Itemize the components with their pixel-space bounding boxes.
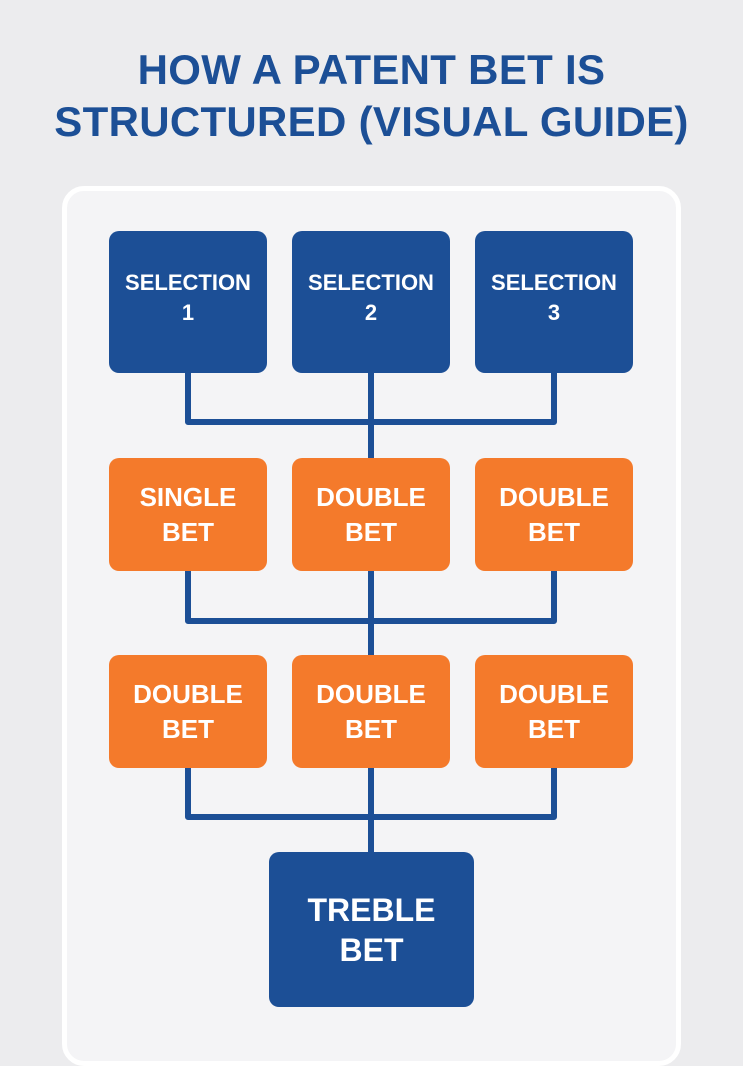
double-bet-label-1: DOUBLE [316,481,426,512]
double-bet-label-1: DOUBLE [133,678,243,709]
title-line-1: HOW A PATENT BET IS [137,46,606,93]
single-bet-box: SINGLE BET [109,458,267,571]
double-bet-label-1: DOUBLE [316,678,426,709]
double-bet-label-2: BET [162,713,214,744]
treble-bet-box: TREBLE BET [269,852,474,1007]
treble-bet-label-1: TREBLE [307,891,436,928]
double-bet-box-row3-left: DOUBLE BET [109,655,267,768]
double-bet-box-row3-right: DOUBLE BET [475,655,633,768]
double-bet-box-row2-right: DOUBLE BET [475,458,633,571]
double-bet-label-2: BET [528,516,580,547]
connector-selections-to-row2 [185,370,557,461]
connector-row3-to-treble [185,765,557,855]
selection-1-box: SELECTION 1 [109,231,267,373]
selection-3-box: SELECTION 3 [475,231,633,373]
selection-2-label: SELECTION [308,270,434,295]
double-bet-box-row3-center: DOUBLE BET [292,655,450,768]
connector-lines [185,370,557,855]
double-bet-label-2: BET [528,713,580,744]
selection-2-number: 2 [364,300,378,325]
selection-3-number: 3 [547,300,561,325]
page-title: HOW A PATENT BET IS STRUCTURED (VISUAL G… [0,44,743,148]
double-bet-label-2: BET [345,713,397,744]
selection-2-box: SELECTION 2 [292,231,450,373]
selection-1-label: SELECTION [125,270,251,295]
double-bet-label-1: DOUBLE [499,481,609,512]
double-bet-box-row2-center: DOUBLE BET [292,458,450,571]
selection-3-label: SELECTION [491,270,617,295]
single-bet-label-1: SINGLE [139,481,237,512]
treble-bet-label-2: BET [339,931,404,968]
title-line-2: STRUCTURED (VISUAL GUIDE) [54,98,689,145]
single-bet-label-2: BET [162,516,214,547]
double-bet-label-1: DOUBLE [499,678,609,709]
connector-row2-to-row3 [185,568,557,658]
double-bet-label-2: BET [345,516,397,547]
selection-1-number: 1 [181,300,195,325]
